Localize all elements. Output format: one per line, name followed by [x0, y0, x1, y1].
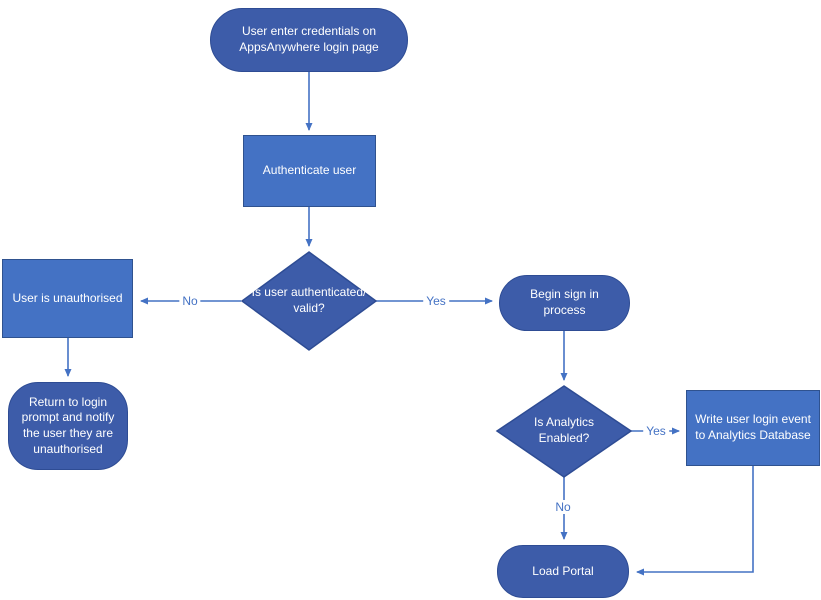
node-analytics-decision-label: Is Analytics Enabled? — [533, 415, 595, 445]
edge-label-auth-yes: Yes — [423, 294, 449, 308]
decision-auth-shape — [240, 251, 378, 351]
edge-label-auth-no: No — [179, 294, 201, 308]
node-return-login-terminator: Return to login prompt and notify the us… — [8, 382, 128, 470]
node-begin-signin-terminator: Begin sign in process — [499, 275, 630, 331]
node-start-terminator: User enter credentials on AppsAnywhere l… — [210, 8, 408, 72]
decision-analytics-shape — [495, 385, 633, 478]
edge-label-analytics-no: No — [552, 500, 574, 514]
edge-label-analytics-yes: Yes — [643, 424, 669, 438]
node-load-portal-terminator: Load Portal — [497, 545, 629, 598]
node-authenticate-process: Authenticate user — [243, 135, 376, 207]
edge-write-to-portal — [636, 466, 754, 576]
node-write-analytics-process: Write user login event to Analytics Data… — [686, 390, 820, 466]
node-auth-decision-label: Is user authenticated/ valid? — [251, 285, 367, 315]
node-unauthorised-process: User is unauthorised — [2, 259, 133, 338]
